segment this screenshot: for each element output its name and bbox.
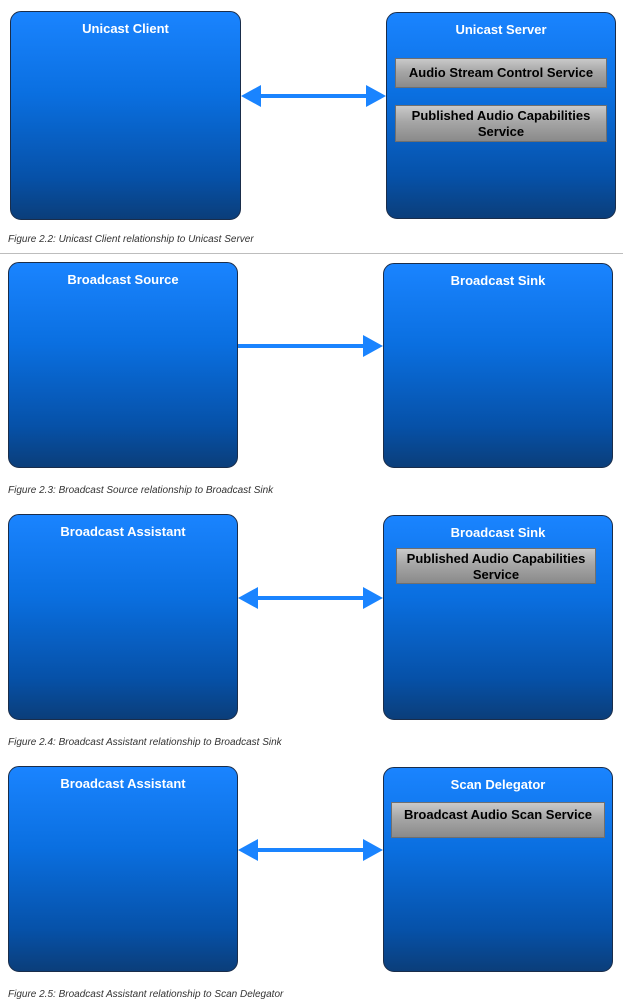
unidirectional-arrow	[238, 335, 383, 357]
box-title: Unicast Client	[82, 21, 169, 36]
figure-caption: Figure 2.2: Unicast Client relationship …	[8, 234, 254, 245]
box-title: Scan Delegator	[450, 777, 546, 792]
service-label: Published Audio Capabilities Service	[395, 105, 607, 142]
broadcast-assistant-box: Broadcast Assistant	[8, 766, 238, 972]
box-title: Unicast Server	[455, 22, 547, 37]
box-title: Broadcast Assistant	[60, 524, 186, 539]
broadcast-sink-box: Broadcast Sink Published Audio Capabilit…	[383, 515, 613, 720]
bidirectional-arrow	[238, 839, 383, 861]
broadcast-sink-box: Broadcast Sink	[383, 263, 613, 468]
box-title: Broadcast Sink	[450, 525, 546, 540]
figure-caption: Figure 2.4: Broadcast Assistant relation…	[8, 737, 282, 748]
figure-caption: Figure 2.5: Broadcast Assistant relation…	[8, 989, 284, 1000]
box-title: Broadcast Sink	[450, 273, 546, 288]
separator	[0, 253, 623, 254]
unicast-server-box: Unicast Server Audio Stream Control Serv…	[386, 12, 616, 219]
figure-caption: Figure 2.3: Broadcast Source relationshi…	[8, 485, 274, 496]
service-label: Broadcast Audio Scan Service	[391, 802, 605, 838]
box-title: Broadcast Assistant	[60, 776, 186, 791]
bidirectional-arrow	[238, 587, 383, 609]
service-label: Published Audio Capabilities Service	[396, 548, 596, 584]
bidirectional-arrow	[241, 85, 386, 107]
box-title: Broadcast Source	[67, 272, 179, 287]
broadcast-assistant-box: Broadcast Assistant	[8, 514, 238, 720]
scan-delegator-box: Scan Delegator Broadcast Audio Scan Serv…	[383, 767, 613, 972]
service-label: Audio Stream Control Service	[395, 58, 607, 88]
unicast-client-box: Unicast Client	[10, 11, 241, 220]
broadcast-source-box: Broadcast Source	[8, 262, 238, 468]
